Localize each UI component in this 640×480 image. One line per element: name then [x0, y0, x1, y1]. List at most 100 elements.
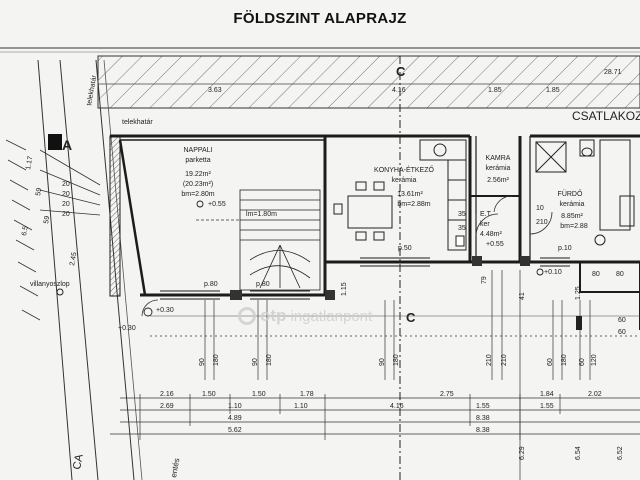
- dim-vertical-5: 90: [379, 358, 386, 366]
- door-swings: [141, 195, 553, 317]
- dim-bottom1-1: 2.16: [160, 391, 174, 398]
- window-marks: [160, 257, 570, 300]
- watermark: otp ingatlanpont: [238, 306, 372, 326]
- dim-bottom2-4: 4.16: [390, 403, 404, 410]
- dim-bottom1-6: 1.84: [540, 391, 554, 398]
- room-area-hall: 4.48m²: [480, 231, 502, 238]
- dim-bottom2-1: 2.69: [160, 403, 174, 410]
- dim-inner-4: 210: [536, 219, 548, 226]
- stair-label: lm=1.80m: [246, 211, 277, 218]
- dim-left-7: 1.17: [25, 156, 34, 171]
- dim-top-5: 28.71: [604, 69, 622, 76]
- dim-left-2: 20: [62, 191, 70, 198]
- room-floor-hall: ker: [480, 221, 490, 228]
- watermark-logo-icon: [238, 307, 256, 325]
- neighbor-hatched-strip: [97, 55, 640, 109]
- dim-inner-2: 35: [458, 225, 466, 232]
- room-area2-living: (20.23m²): [183, 181, 213, 188]
- electric-pole-label: villanyoszlop: [30, 281, 70, 288]
- electric-pole-icon: [56, 288, 64, 296]
- dim-vertical-3: 90: [252, 358, 259, 366]
- section-label-a: A: [62, 137, 72, 153]
- dim-side-1: 6.29: [519, 446, 526, 460]
- dim-opening-3: p.50: [398, 245, 412, 252]
- dim-bottom2-5: 1.55: [476, 403, 490, 410]
- dim-bottom1-3: 1.50: [252, 391, 266, 398]
- room-height-living: bm=2.80m: [181, 191, 214, 198]
- dim-bottom4-1: 5.62: [228, 427, 242, 434]
- room-area-living: 19.22m²: [185, 171, 211, 178]
- dim-inner-1: 35: [458, 211, 466, 218]
- dim-opening-1: p.80: [204, 281, 218, 288]
- room-level-hall: +0.55: [486, 241, 504, 248]
- level-symbol-2: [536, 268, 544, 276]
- dim-vertical-10: 180: [561, 354, 568, 366]
- room-area-pantry: 2.56m²: [487, 177, 509, 184]
- kitchen-counter: [419, 139, 467, 251]
- section-marker-a: [48, 134, 62, 150]
- level-symbol-1: [143, 307, 153, 317]
- room-floor-kitchen: kerámia: [392, 177, 417, 184]
- dim-vertical-7: 210: [486, 354, 493, 366]
- dim-left-8: 2.45: [69, 252, 78, 267]
- street-label: CA: [71, 453, 86, 471]
- dim-vertical-1: 90: [199, 358, 206, 366]
- level-marker-2: +0.30: [156, 307, 174, 314]
- level-symbol-3: [196, 200, 204, 208]
- bathroom-fixtures: [535, 139, 635, 246]
- dim-vertical-12: 120: [591, 354, 598, 366]
- dim-left-4: 20: [62, 211, 70, 218]
- room-height-kitchen: bm=2.88m: [397, 201, 430, 208]
- dim-vertical-8: 210: [501, 354, 508, 366]
- dining-table: [333, 181, 393, 241]
- dim-left-5: 59: [35, 187, 43, 196]
- dim-opening-9: 41: [519, 292, 526, 300]
- room-floor-bathroom: kerámia: [560, 201, 585, 208]
- dim-vertical-2: 180: [213, 354, 220, 366]
- watermark-suffix: ingatlanpont: [290, 307, 373, 325]
- room-name-pantry: KAMRA: [486, 155, 511, 162]
- dim-bottom1-4: 1.78: [300, 391, 314, 398]
- dim-top-1: 3.63: [208, 87, 222, 94]
- staircase: [239, 189, 321, 291]
- dim-left-6: 59: [43, 215, 51, 224]
- room-kitchen: KONYHA-ÉTKEZŐ kerámia 13.61m² bm=2.88m: [374, 165, 434, 208]
- neighbor-label: CSATLAKOZ: [572, 109, 640, 123]
- dim-bottom1-2: 1.50: [202, 391, 216, 398]
- dim-bottom2-3: 1.10: [294, 403, 308, 410]
- column-marker: [576, 316, 582, 330]
- room-area-kitchen: 13.61m²: [397, 191, 423, 198]
- room-name-hall: E.T: [480, 211, 492, 218]
- dim-bottom3-1: 4.89: [228, 415, 242, 422]
- bottom-dimension-lines: [110, 394, 640, 440]
- level-marker-3: +0.10: [544, 269, 562, 276]
- room-name-kitchen: KONYHA-ÉTKEZŐ: [374, 165, 434, 174]
- dim-top-3: 1.85: [488, 87, 502, 94]
- dim-left-3: 20: [62, 201, 70, 208]
- dim-top-4: 1.85: [546, 87, 560, 94]
- dim-opening-4: p.10: [558, 245, 572, 252]
- dim-opening-2: p.80: [256, 281, 270, 288]
- dim-side-3: 6.52: [617, 446, 624, 460]
- level-marker-1: +0.30: [118, 325, 136, 332]
- dim-opening-7: 79: [481, 276, 488, 284]
- dim-opening-6: 80: [616, 271, 624, 278]
- dim-opening-5: 80: [592, 271, 600, 278]
- dim-bottom2-6: 1.55: [540, 403, 554, 410]
- dim-bottom1-7: 2.02: [588, 391, 602, 398]
- house-walls: [109, 134, 640, 330]
- dim-inner-3: 10: [536, 205, 544, 212]
- room-hall: E.T ker 4.48m² +0.55: [480, 211, 504, 248]
- dim-bottom3-2: 8.38: [476, 415, 490, 422]
- left-dimension-ticks: [5, 139, 101, 321]
- room-floor-living: parketta: [185, 157, 210, 164]
- vertical-leaders: [204, 270, 591, 480]
- room-bathroom: FÜRDŐ kerámia 8.85m² bm=2.88: [558, 189, 588, 230]
- dim-opening-8: 1.15: [341, 282, 348, 296]
- dim-bottom1-5: 2.75: [440, 391, 454, 398]
- room-area-bathroom: 8.85m²: [561, 213, 583, 220]
- watermark-brand: otp: [260, 306, 287, 325]
- dim-side-2: 6.54: [575, 446, 582, 460]
